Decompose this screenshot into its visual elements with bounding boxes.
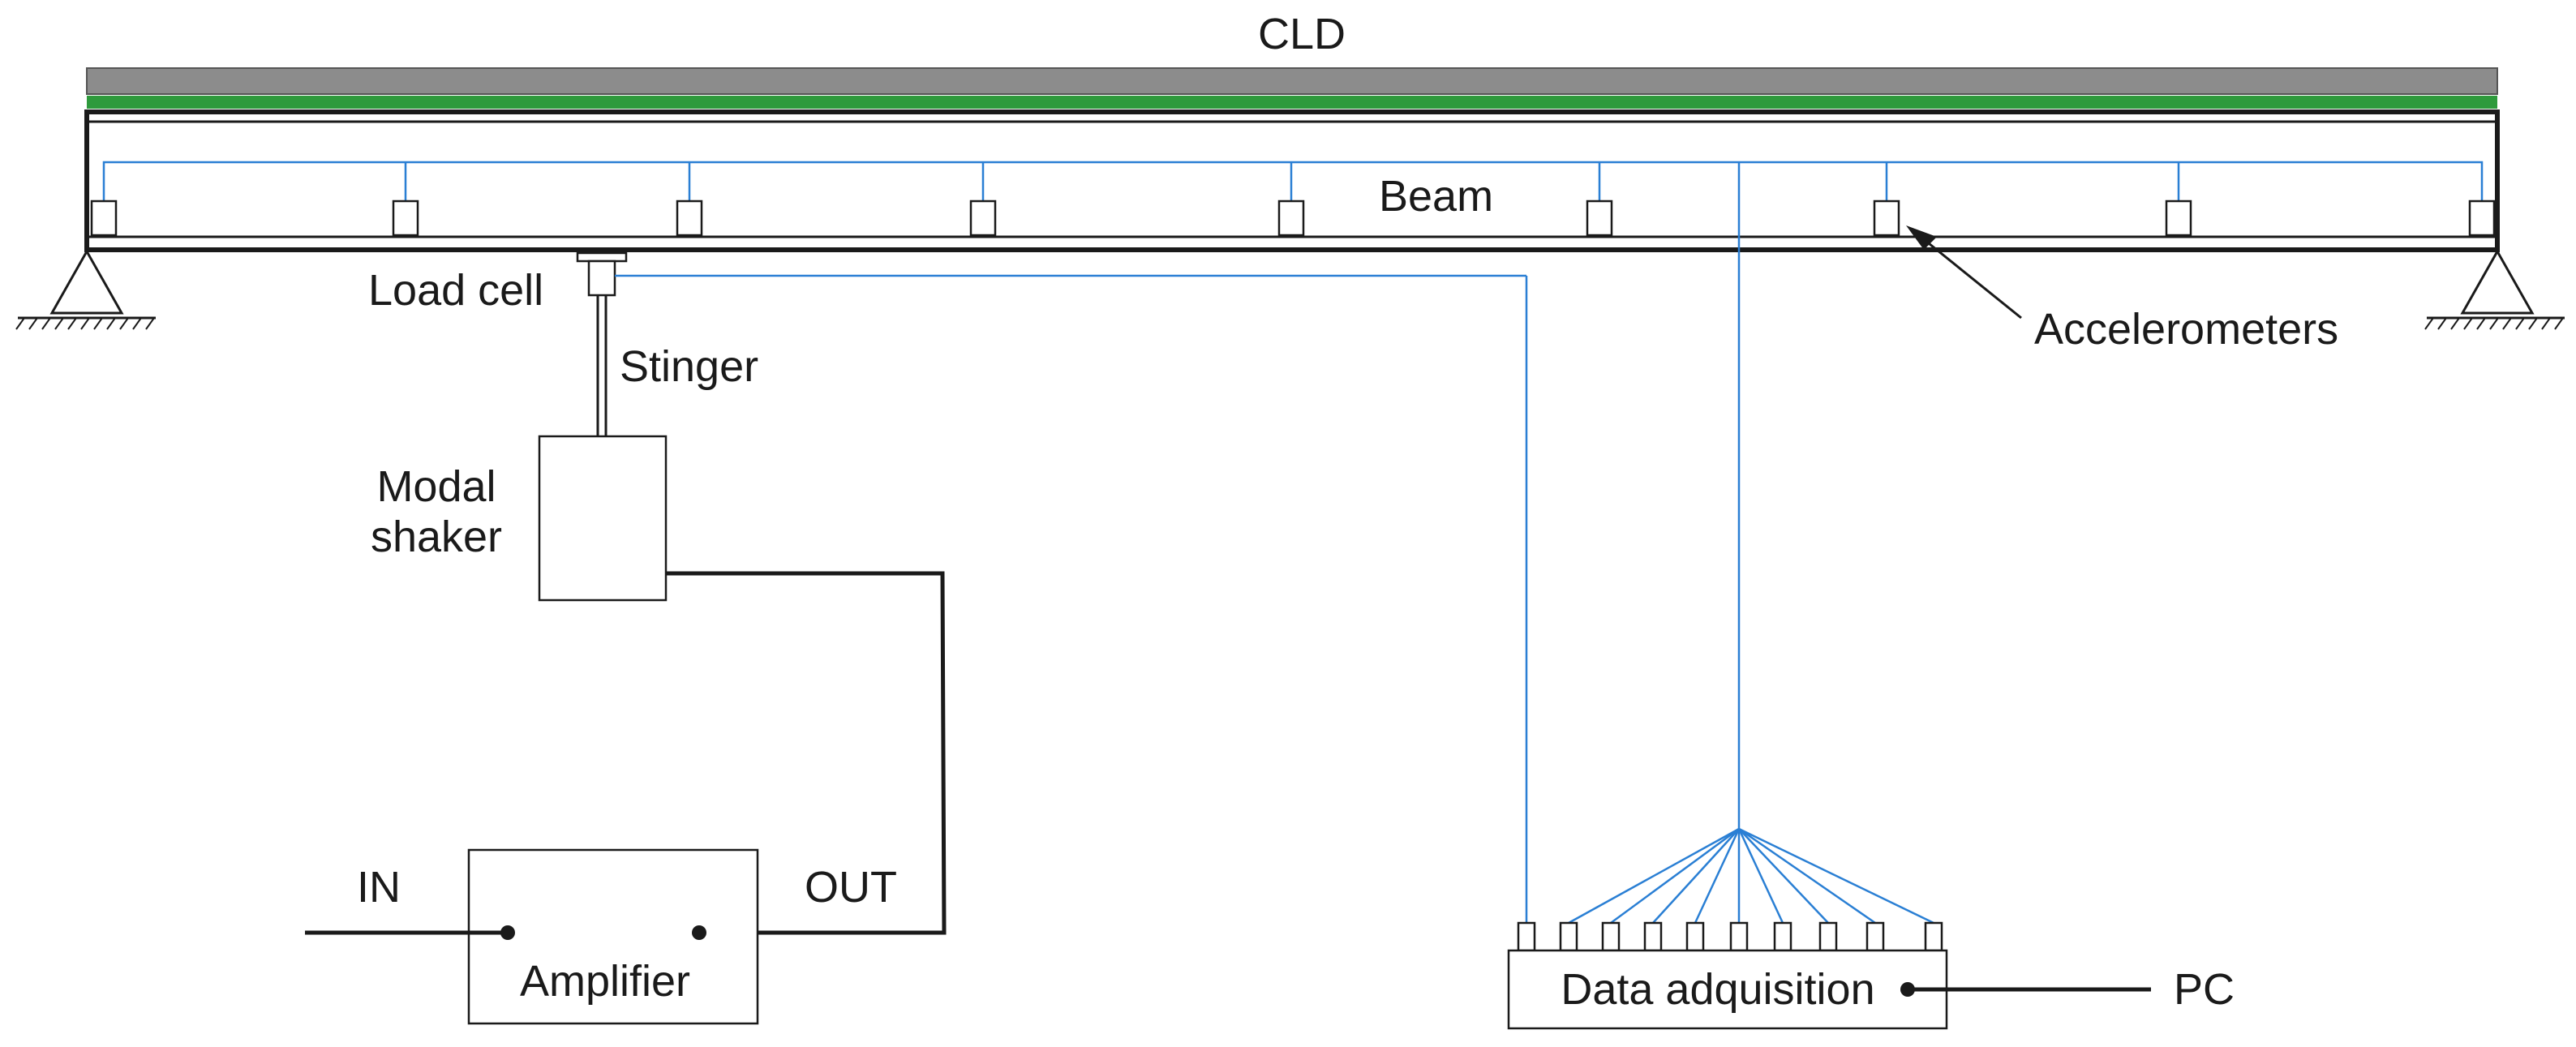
beam-label: Beam [1379, 172, 1493, 221]
channel-fanout-wires [1568, 827, 1934, 925]
adhesive-layer [87, 96, 2497, 109]
amplifier-label: Amplifier [520, 957, 690, 1006]
cld-layer [86, 67, 2498, 95]
channel-connector [1865, 921, 1885, 952]
pc-label: PC [2174, 965, 2235, 1014]
shaker-amplifier-cable [666, 571, 947, 935]
accelerometer [1586, 200, 1613, 237]
amplifier-output-terminal [692, 925, 706, 940]
accelerometer [392, 200, 419, 237]
beam [84, 109, 2500, 252]
right-support [2424, 248, 2565, 330]
channel-connectors [1517, 921, 1943, 952]
load-cell [587, 260, 616, 297]
amplifier-input-terminal [500, 925, 515, 940]
amplifier-out-label: OUT [805, 863, 897, 912]
load-cell-plate [576, 251, 628, 263]
data-acquisition-label: Data adquisition [1561, 965, 1874, 1014]
accelerometer-wiring [102, 161, 2484, 829]
modal-shaker [538, 435, 668, 602]
modal-shaker-label-line-1: Modal [376, 462, 496, 511]
load-cell-label: Load cell [368, 266, 543, 315]
stinger-label: Stinger [620, 342, 758, 391]
amplifier [467, 848, 759, 1025]
accelerometer [1277, 200, 1305, 237]
data-acquisition [1507, 949, 1948, 1030]
accelerometer [2165, 200, 2192, 237]
channel-connector [1517, 921, 1536, 952]
accelerometers [90, 200, 2496, 237]
channel-connector [1601, 921, 1621, 952]
channel-connector [1685, 921, 1705, 952]
accelerometer [1873, 200, 1900, 237]
cld-label: CLD [1258, 10, 1346, 58]
accelerometer [969, 200, 997, 237]
channel-connector [1773, 921, 1792, 952]
accelerometer [2468, 200, 2496, 237]
arrow-head-icon [1906, 225, 1937, 250]
channel-connector [1643, 921, 1663, 952]
modal-shaker-label-line-2: shaker [371, 513, 502, 561]
accelerometers-label: Accelerometers [2034, 305, 2338, 354]
accelerometer [90, 200, 118, 237]
channel-connector [1924, 921, 1943, 952]
accelerometer [676, 200, 703, 237]
channel-connector [1729, 921, 1749, 952]
accelerometers-pointer [1920, 235, 2022, 320]
channel-connector [1818, 921, 1838, 952]
channel-connector [1559, 921, 1578, 952]
amplifier-in-label: IN [357, 863, 401, 912]
left-support [15, 248, 156, 330]
